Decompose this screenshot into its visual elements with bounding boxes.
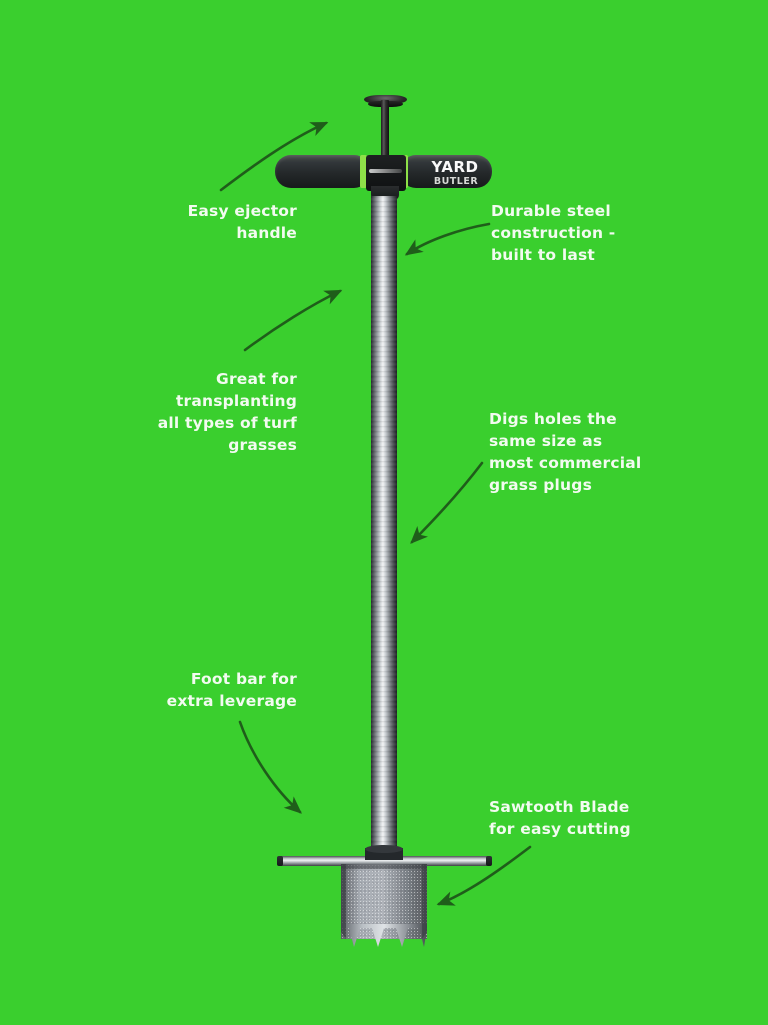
foot-bar-end-left: [277, 856, 283, 866]
callout-sawtooth-blade: Sawtooth Blade for easy cutting: [489, 798, 631, 838]
callout-durable-steel-construction: Durable steel construction - built to la…: [491, 202, 616, 264]
foam-grip-left: [275, 155, 370, 188]
foot-bar: [279, 856, 488, 866]
callout-digs-holes-same-size: Digs holes the same size as most commerc…: [489, 410, 642, 494]
handle-hub-highlight: [369, 169, 402, 173]
callout-foot-bar-leverage: Foot bar for extra leverage: [166, 670, 297, 710]
steel-shaft: [371, 196, 397, 861]
foam-grip-right: [400, 155, 492, 188]
foot-bar-end-right: [486, 856, 492, 866]
steel-shaft-texture: [371, 196, 397, 861]
callout-easy-ejector-handle: Easy ejector handle: [187, 202, 297, 242]
grip-accent-band-left: [360, 155, 367, 188]
handle-hub: [366, 155, 406, 191]
ejector-handle-cap: [364, 95, 407, 104]
callout-great-for-transplanting: Great for transplanting all types of tur…: [157, 370, 297, 454]
sawtooth-blade-texture: [341, 864, 427, 939]
ejector-handle-rod: [381, 100, 389, 162]
